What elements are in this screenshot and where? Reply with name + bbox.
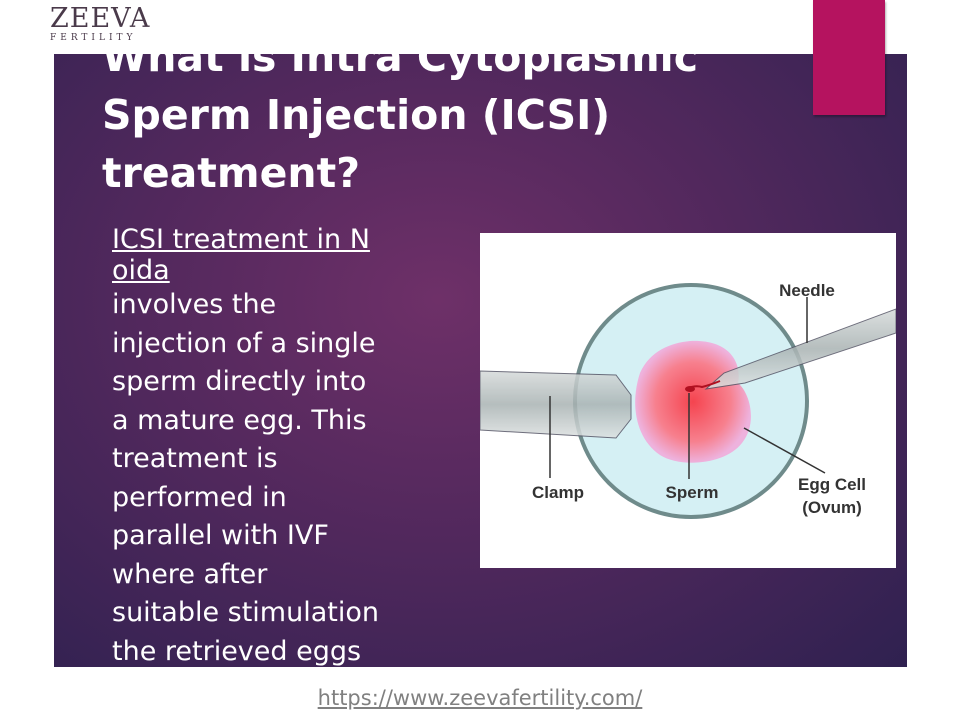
body-line: the retrieved eggs xyxy=(112,635,362,667)
accent-bar xyxy=(813,0,885,115)
egg-cell xyxy=(635,340,751,463)
clamp-pipette xyxy=(479,370,632,439)
sperm-label: Sperm xyxy=(666,483,719,502)
body-text: ICSI treatment in N oida involves the in… xyxy=(112,224,379,667)
egg-cell-label: Egg Cell xyxy=(798,475,866,494)
body-line: sperm directly into xyxy=(112,366,367,397)
ovum-label: (Ovum) xyxy=(802,498,862,517)
clamp-label: Clamp xyxy=(532,483,584,502)
body-line: parallel with IVF xyxy=(112,520,329,551)
body-line: a mature egg. This xyxy=(112,404,367,436)
slide-title: What is Intra Cytoplasmic Sperm Injectio… xyxy=(102,54,698,202)
body-line: where after xyxy=(112,558,268,590)
body-line: treatment is xyxy=(112,443,278,474)
logo-wordmark: ZEEVA xyxy=(50,3,151,34)
body-line: suitable stimulation xyxy=(112,597,379,628)
title-line: What is Intra Cytoplasmic xyxy=(102,54,699,81)
logo-subtitle: FERTILITY xyxy=(50,33,137,43)
title-line: treatment? xyxy=(102,149,360,197)
icsi-diagram-image: Needle Clamp Sperm Egg Cell (Ovum) xyxy=(479,233,897,568)
header-band xyxy=(0,0,960,54)
needle-label: Needle xyxy=(779,281,835,300)
icsi-noida-link[interactable]: ICSI treatment in N xyxy=(112,224,370,255)
icsi-noida-link[interactable]: oida xyxy=(112,255,170,286)
website-link[interactable]: https://www.zeevafertility.com/ xyxy=(317,686,643,710)
body-line: injection of a single xyxy=(112,327,376,359)
body-line: involves the xyxy=(112,289,277,320)
body-line: performed in xyxy=(112,481,287,513)
zeeva-logo: ZEEVA FERTILITY xyxy=(50,3,151,44)
title-line: Sperm Injection (ICSI) xyxy=(102,91,611,139)
